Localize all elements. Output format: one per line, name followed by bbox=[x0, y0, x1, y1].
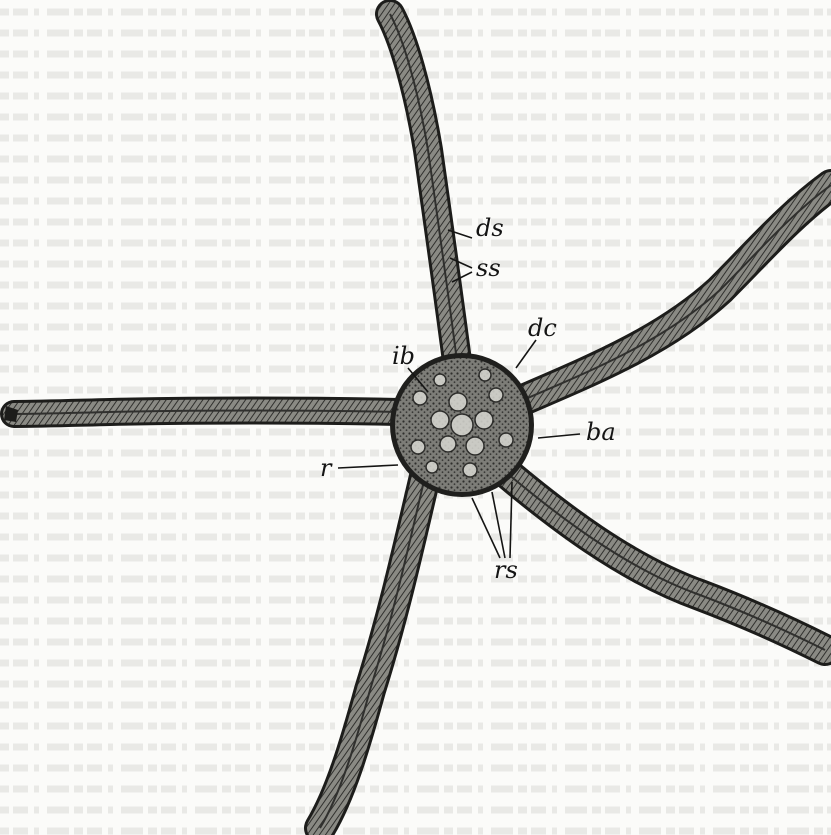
arm-left bbox=[14, 411, 405, 415]
label-ba: ba bbox=[586, 418, 616, 446]
central-disc bbox=[390, 353, 534, 497]
label-ds: ds bbox=[476, 214, 504, 242]
label-r: r bbox=[320, 454, 333, 482]
label-ss: ss bbox=[476, 254, 501, 282]
label-dc: dc bbox=[528, 314, 557, 342]
label-rs: rs bbox=[494, 556, 518, 584]
label-ib: ib bbox=[392, 342, 415, 370]
